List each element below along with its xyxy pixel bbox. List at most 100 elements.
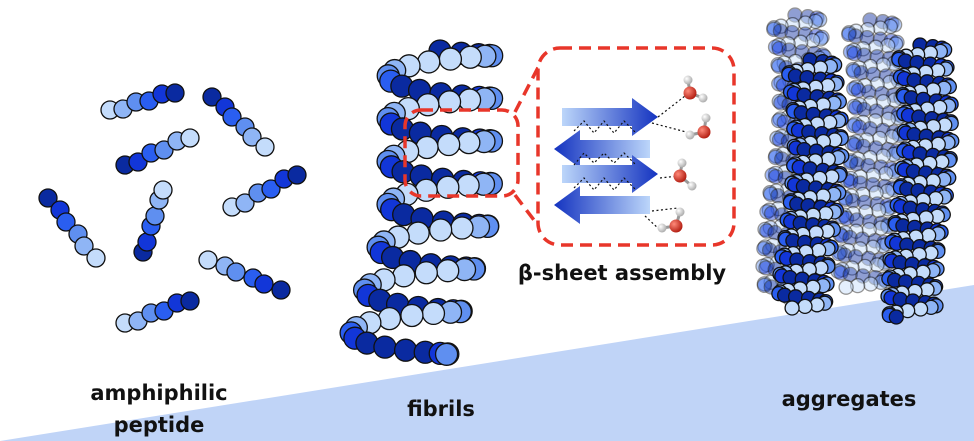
aggregate-bead — [773, 95, 789, 111]
aggregate-bead — [768, 148, 784, 164]
aggregate-bead — [884, 15, 900, 31]
fibril-bead — [421, 301, 446, 326]
aggregate-bead — [842, 229, 858, 246]
aggregate-bead — [849, 212, 865, 228]
fibril-bead — [414, 261, 438, 285]
water-molecules — [657, 75, 711, 233]
aggregate-bead — [759, 256, 775, 273]
peptide-molecule — [133, 180, 173, 262]
aggregate-bead — [771, 76, 787, 92]
hydrogen-atom — [657, 223, 667, 233]
aggregate-bead — [852, 169, 868, 185]
aggregate-bead — [875, 122, 891, 139]
aggregate-bead — [851, 119, 867, 135]
aggregate-bead — [856, 101, 872, 118]
aggregate-bead — [797, 298, 813, 315]
aggregate-bead — [865, 167, 881, 183]
peptide-molecule — [222, 165, 307, 217]
aggregate-bead — [762, 220, 778, 236]
aggregate-bead — [869, 257, 885, 273]
peptide-bead — [137, 232, 157, 252]
aggregate-bead — [772, 111, 788, 127]
aggregate-bead — [756, 276, 772, 292]
peptide-bead — [242, 127, 262, 147]
fibril-bead — [450, 216, 474, 240]
aggregate-bead — [838, 279, 854, 295]
aggregate-bead — [846, 137, 863, 153]
aggregate-bead — [845, 205, 861, 222]
aggregate-bead — [861, 221, 877, 238]
water-molecule — [657, 207, 685, 233]
fibril-bead — [400, 303, 424, 328]
water-molecule — [685, 113, 711, 140]
oxygen-atom — [673, 169, 687, 183]
fibril-bead — [415, 135, 439, 160]
aggregate-bead — [756, 240, 772, 257]
aggregate-bead — [865, 66, 881, 83]
aggregate-bead — [767, 165, 784, 182]
aggregate-bead — [846, 63, 862, 79]
aggregate-bead — [800, 8, 816, 25]
beta-strand-arrow-4 — [554, 186, 650, 224]
aggregate-bead — [859, 21, 876, 38]
beta-strand-arrow-2 — [554, 130, 650, 168]
peptide-bead — [198, 250, 218, 270]
aggregate-bead — [875, 148, 891, 164]
aggregate-bead — [759, 223, 775, 239]
aggregate-bead — [844, 260, 860, 276]
aggregate-bead — [862, 12, 878, 28]
peptide-molecule — [38, 188, 106, 268]
aggregate-bead — [846, 45, 862, 62]
aggregate-bead — [838, 210, 855, 227]
aggregate-bead — [861, 84, 877, 100]
aggregate-bead — [862, 276, 879, 292]
aggregate-bead — [784, 300, 800, 316]
aggregate-bead — [855, 138, 872, 155]
hydrogen-atom — [677, 158, 687, 168]
fibril-bead — [416, 93, 440, 117]
fibril-bead — [437, 132, 461, 157]
aggregate-bead — [855, 114, 871, 131]
aggregate-bead — [847, 116, 863, 132]
aggregate-fibril — [771, 52, 850, 316]
peptide-molecule — [202, 87, 275, 157]
peptide-bead — [255, 137, 275, 157]
aggregate-bead — [756, 277, 773, 294]
aggregate-bead — [849, 156, 865, 172]
aggregate-bead — [868, 140, 884, 156]
fibril-bead — [414, 178, 438, 202]
aggregate-bead — [836, 247, 853, 263]
fibril-bead — [417, 50, 441, 74]
aggregate-bead — [848, 79, 864, 95]
aggregate-bead — [775, 146, 791, 162]
hydrogen-atom — [687, 181, 697, 191]
aggregate-bead — [854, 231, 870, 247]
aggregate-bead — [846, 98, 862, 115]
peptide-bead — [38, 188, 58, 208]
aggregate-bead — [857, 258, 873, 275]
aggregate-bead — [845, 61, 861, 78]
aggregate-bead — [877, 178, 893, 195]
aggregate-bead — [889, 34, 905, 51]
aggregate-bead — [875, 93, 891, 110]
background-wedge — [0, 285, 974, 441]
oxygen-atom — [669, 219, 683, 233]
aggregate-bead — [868, 39, 884, 55]
aggregate-bead — [928, 190, 944, 207]
aggregate-bead — [773, 18, 789, 34]
aggregate-bead — [856, 194, 873, 211]
aggregate-bead — [840, 242, 856, 259]
aggregate-bead — [852, 241, 868, 257]
aggregate-bead — [761, 202, 778, 218]
label-amphiphilic-line1: amphiphilic — [90, 381, 227, 405]
fibril-bead — [457, 130, 481, 155]
aggregate-bead — [770, 56, 786, 73]
aggregate-bead — [846, 117, 862, 134]
aggregate-bead — [757, 239, 773, 255]
peptide-bead — [56, 212, 76, 232]
amphiphilic-peptide-group — [38, 83, 307, 333]
aggregate-bead — [797, 26, 813, 42]
oxygen-atom — [683, 86, 697, 100]
aggregate-bead — [886, 17, 903, 33]
aggregate-bead — [770, 200, 786, 217]
